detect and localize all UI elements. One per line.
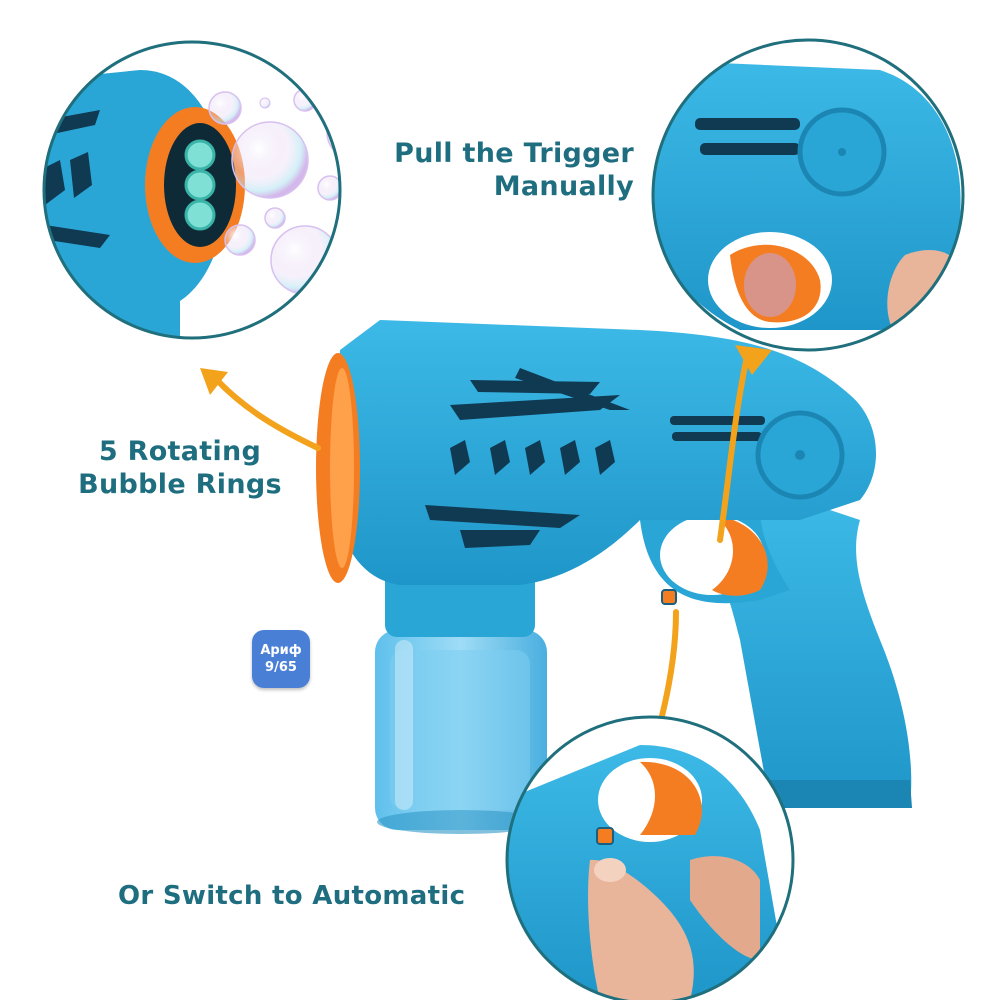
solution-bottle — [375, 630, 547, 834]
arrow-trigger — [717, 349, 751, 543]
detail-circle-automatic — [505, 715, 795, 1004]
arrow-rings — [212, 375, 321, 451]
label-bubble-rings: 5 Rotating Bubble Rings — [74, 435, 286, 501]
label-pull-trigger: Pull the Trigger Manually — [390, 137, 634, 203]
trigger — [712, 515, 768, 596]
detail-circle-trigger — [651, 38, 965, 352]
label-switch-automatic: Or Switch to Automatic — [118, 881, 466, 911]
badge-line2: 9/65 — [265, 660, 297, 675]
body-vents — [425, 368, 765, 548]
label-bubble-rings-line1: 5 Rotating — [98, 436, 262, 467]
label-pull-trigger-line2: Manually — [493, 171, 634, 202]
label-bubble-rings-line2: Bubble Rings — [78, 469, 282, 500]
badge-line1: Ариф — [260, 643, 302, 658]
bubble-gun — [316, 320, 912, 834]
label-pull-trigger-line1: Pull the Trigger — [394, 138, 634, 169]
finger — [588, 859, 694, 1000]
watermark-badge: Ариф 9/65 — [252, 630, 310, 688]
detail-circle-rings — [42, 40, 342, 340]
